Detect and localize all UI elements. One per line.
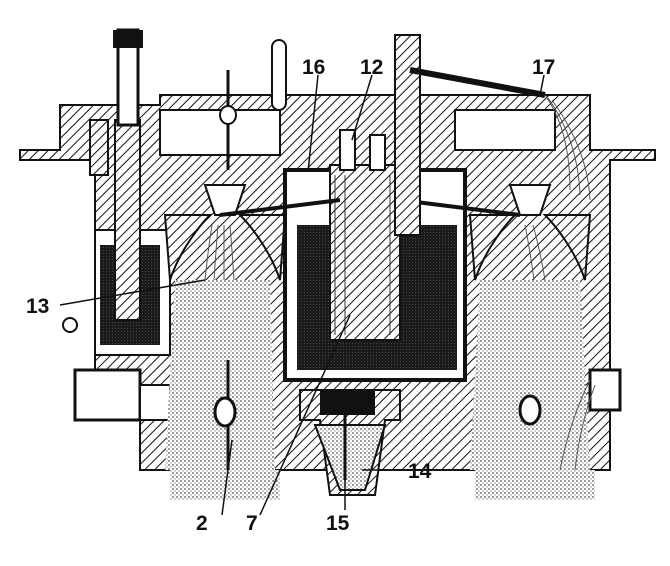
vent-tube [394,34,591,236]
right-venturi [468,184,622,471]
callout-2: 2 [196,512,208,535]
callout-13: 13 [26,295,49,318]
choke-plate [219,39,287,170]
base-mixture-zone [170,470,595,500]
callout-15: 15 [326,512,350,535]
callout-14: 14 [408,460,432,483]
callout-12: 12 [360,56,383,79]
callout-17: 17 [532,56,555,79]
callout-7: 7 [246,512,258,535]
left-mounting-block [62,317,171,422]
accelerator-pump [299,389,401,496]
leader-lines [59,74,545,516]
left-venturi [163,184,287,470]
callout-16: 16 [302,56,325,79]
